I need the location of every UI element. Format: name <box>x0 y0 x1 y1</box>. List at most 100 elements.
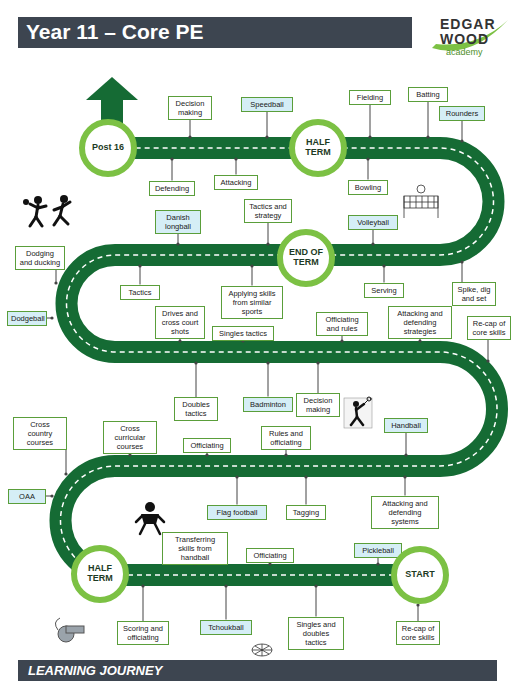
activity-box: Scoring and officiating <box>117 621 169 645</box>
node-text: Rounders <box>443 109 481 118</box>
leader-line <box>252 266 253 286</box>
node-text: Cross country courses <box>17 420 63 447</box>
sport-box: Handball <box>384 418 428 433</box>
sport-box: Danish longball <box>155 210 201 234</box>
node-text: OAA <box>12 492 42 501</box>
leader-line <box>370 105 371 138</box>
football-player-icon <box>136 502 164 534</box>
node-text: Dodgeball <box>11 314 43 323</box>
node-text: Serving <box>368 286 400 295</box>
leader-line <box>316 586 317 617</box>
activity-box: Officiating <box>183 438 231 453</box>
sport-box: Speedball <box>241 97 293 112</box>
node-text: Officiating and rules <box>320 315 364 333</box>
node-text: Fielding <box>353 93 387 102</box>
activity-box: Defending <box>149 181 195 196</box>
activity-box: Batting <box>408 87 448 102</box>
node-text: Attacking and defending systems <box>375 499 435 526</box>
leader-dot <box>194 361 197 364</box>
dodgeball-players-icon <box>23 195 70 226</box>
leader-dot <box>141 584 144 587</box>
leader-dot <box>64 472 67 475</box>
leader-line <box>462 121 463 142</box>
logo-text: EDGAR <box>440 16 496 32</box>
node-text: Officiating <box>187 441 227 450</box>
leader-dot <box>250 264 253 267</box>
node-text: Tactics <box>124 288 156 297</box>
activity-box: Singles and doubles tactics <box>288 617 344 650</box>
activity-box: Applying skills from similar sports <box>221 286 283 319</box>
node-text: Decision making <box>300 396 336 414</box>
leader-dot <box>404 453 407 456</box>
leader-dot <box>50 316 53 319</box>
activity-box: Officiating <box>246 548 294 563</box>
sport-box: Badminton <box>243 397 293 412</box>
node-text: Flag football <box>211 508 263 517</box>
node-text: Singles tactics <box>216 329 270 338</box>
node-text: Tactics and strategy <box>248 202 288 220</box>
leader-line <box>462 262 463 282</box>
node-text: Danish longball <box>159 213 197 231</box>
node-text: Handball <box>388 421 424 430</box>
leader-line <box>418 605 419 621</box>
node-text: Re-cap of core skills <box>400 624 436 642</box>
leader-line <box>368 159 369 180</box>
badminton-player-icon <box>344 397 372 428</box>
activity-box: Tactics and strategy <box>244 199 292 223</box>
node-text: Officiating <box>250 551 290 560</box>
node-text: Cross curricular courses <box>107 424 153 451</box>
activity-box: Transferring skills from handball <box>162 532 228 565</box>
node-text: Volleyball <box>352 218 394 227</box>
leader-dot <box>50 494 53 497</box>
leader-dot <box>284 453 287 456</box>
whistle-icon <box>55 618 84 642</box>
sport-box: Pickleball <box>354 543 402 558</box>
leader-line <box>196 363 197 397</box>
leader-dot <box>266 242 269 245</box>
activity-box: Re-cap of core skills <box>467 316 511 340</box>
leader-dot <box>54 281 57 284</box>
leader-dot <box>266 361 269 364</box>
node-text: Tchoukball <box>204 623 248 632</box>
activity-box: Drives and cross court shots <box>155 306 205 339</box>
logo-text: WOOD <box>440 31 489 47</box>
activity-box: Fielding <box>349 90 391 105</box>
leader-dot <box>486 359 489 362</box>
page-title: Year 11 – Core PE <box>26 20 203 44</box>
logo-text: academy <box>446 47 483 57</box>
sport-box: Dodgeball <box>7 311 47 326</box>
activity-box: Bowling <box>348 180 388 195</box>
leader-dot <box>426 135 429 138</box>
leader-dot <box>234 157 237 160</box>
leader-dot <box>371 242 374 245</box>
leader-dot <box>268 562 271 565</box>
node-text: Tagging <box>290 508 322 517</box>
activity-box: Decision making <box>168 96 212 120</box>
leader-line <box>237 477 238 505</box>
node-text: Defending <box>153 184 191 193</box>
header-bar <box>18 17 412 48</box>
leader-line <box>226 586 227 620</box>
footer-bar <box>18 660 497 681</box>
leader-dot <box>188 135 191 138</box>
leader-line <box>373 230 374 245</box>
activity-box: Spike, dig and set <box>452 282 496 306</box>
milestone-circle: Post 16 <box>79 119 137 177</box>
node-text: START <box>405 570 434 580</box>
node-text: Attacking and defending strategies <box>392 309 448 336</box>
node-text: Transferring skills from handball <box>166 535 224 562</box>
node-text: Re-cap of core skills <box>471 319 507 337</box>
node-text: Bowling <box>352 183 384 192</box>
node-text: Pickleball <box>358 546 398 555</box>
leader-dot <box>304 475 307 478</box>
activity-box: Attacking and defending systems <box>371 496 439 529</box>
leader-line <box>236 159 237 175</box>
leader-dot <box>403 475 406 478</box>
sport-box: Flag football <box>207 505 267 520</box>
node-text: Scoring and officiating <box>121 624 165 642</box>
activity-box: Cross curricular courses <box>103 421 157 454</box>
leader-line <box>268 223 269 244</box>
leader-line <box>190 120 191 137</box>
node-text: Spike, dig and set <box>456 285 492 303</box>
